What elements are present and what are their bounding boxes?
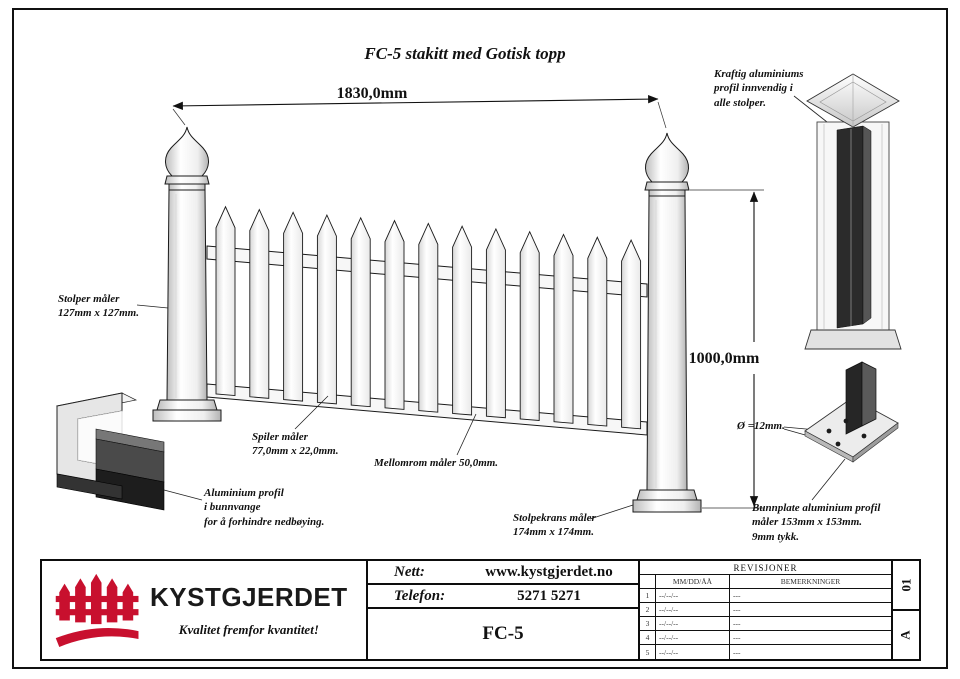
contact-cell: Nett: www.kystgjerdet.no Telefon: 5271 5… (368, 561, 640, 659)
sheet-info-cell: 01 A (893, 561, 919, 659)
rev-row-date: --/--/-- (656, 603, 730, 617)
fence-picket (350, 216, 371, 408)
callout-line: 127mm x 127mm. (58, 307, 139, 320)
rev-row-remark: --- (730, 617, 891, 631)
callout-line: Ø =12mm. (737, 420, 785, 432)
height-dimension-text: 1000,0mm (689, 350, 760, 367)
rev-row-num: 2 (640, 603, 656, 617)
rev-row-date: --/--/-- (656, 631, 730, 645)
fence-picket (621, 238, 642, 430)
phone-label: Telefon: (394, 587, 446, 604)
callout-line: 174mm x 174mm. (513, 526, 594, 539)
rev-row-date: --/--/-- (656, 617, 730, 631)
rev-header-date: MM/DD/ÅÅ (656, 575, 730, 589)
callout-line: for å forhindre nedbøying. (204, 515, 325, 528)
fence-picket (249, 208, 270, 399)
sheet-number: 01 (898, 578, 913, 592)
revisions-table: REVISJONER MM/DD/ÅÅ BEMERKNINGER 1 --/--… (640, 561, 893, 659)
post-inner-profile-detail (804, 73, 902, 350)
rev-row-num: 5 (640, 645, 656, 659)
web-value: www.kystgjerdet.no (485, 563, 613, 580)
callout-line: alle stolper. (714, 96, 766, 109)
callout-line: 9mm tykk. (752, 530, 800, 543)
rev-row-num: 4 (640, 631, 656, 645)
fence-pickets (215, 205, 642, 430)
fence-picket (553, 233, 574, 424)
callout-post-collar: Stolpekrans måler 174mm x 174mm. (513, 511, 596, 540)
callout-picket-size: Spiler måler 77,0mm x 22,0mm. (252, 430, 338, 459)
callout-line: Stolpekrans måler (513, 512, 596, 524)
rev-header-remarks: BEMERKNINGER (730, 575, 891, 589)
fence-picket (215, 205, 236, 397)
revisions-grid: MM/DD/ÅÅ BEMERKNINGER 1 --/--/-- --- 2 -… (640, 575, 891, 659)
callout-line: Bunnplate aluminium profil (752, 502, 881, 514)
rev-row-remark: --- (733, 647, 741, 657)
right-post-finial (644, 132, 690, 197)
callout-gap-size: Mellomrom måler 50,0mm. (374, 456, 498, 470)
drawing-title: FC-5 stakitt med Gotisk topp (364, 44, 566, 63)
rev-row-remark: --- (730, 589, 891, 603)
fence-picket (418, 222, 439, 413)
fence-picket (452, 225, 473, 416)
height-dimension: 1000,0mm (689, 189, 764, 509)
fence-picket (283, 211, 304, 402)
left-post (152, 126, 222, 422)
callout-post-size: Stolper måler 127mm x 127mm. (58, 292, 139, 321)
callout-line: Kraftig aluminiums (714, 68, 804, 80)
callout-line: profil innvendig i (714, 82, 793, 95)
rev-row-date: --/--/-- (656, 589, 730, 603)
rev-row-date: --/--/-- (656, 645, 730, 659)
rev-row-remark: --- (730, 603, 891, 617)
title-block: KYSTGJERDET Kvalitet fremfor kvantitet! … (40, 559, 921, 661)
callout-bottom-profile: Aluminium profil i bunnvange for å forhi… (204, 486, 324, 529)
rev-row-remark: --- (730, 631, 891, 645)
brand-tagline: Kvalitet fremfor kvantitet! (178, 622, 319, 637)
callout-base-plate: Bunnplate aluminium profil måler 153mm x… (752, 501, 880, 544)
kystgjerdet-logo-icon (55, 573, 139, 647)
callout-hole-diameter: Ø =12mm. (737, 419, 785, 433)
callout-line: 77,0mm x 22,0mm. (252, 445, 339, 458)
width-dimension: 1830,0mm (172, 85, 667, 129)
rev-row-num: 1 (640, 589, 656, 603)
fence-picket (384, 219, 405, 410)
bottom-plate-detail (804, 361, 899, 463)
fence-picket (485, 227, 506, 419)
technical-drawing: 1830,0mm 1000,0mm (55, 73, 902, 520)
sheet-revision: A (897, 630, 913, 640)
sheet-number-cell: 01 (893, 561, 919, 611)
sheet-revision-cell: A (893, 611, 919, 659)
logo-cell: KYSTGJERDET Kvalitet fremfor kvantitet! (42, 561, 368, 659)
phone-value: 5271 5271 (517, 587, 581, 604)
contact-row-web: Nett: www.kystgjerdet.no (368, 561, 638, 585)
model-number: FC-5 (482, 623, 524, 644)
rev-header-num (640, 575, 656, 589)
right-post (632, 132, 702, 513)
fence-picket (519, 230, 540, 421)
rev-row-num: 3 (640, 617, 656, 631)
callout-line: i bunnvange (204, 501, 261, 514)
callout-line: Stolper måler (58, 293, 120, 305)
revisions-title: REVISJONER (640, 561, 891, 575)
callout-line: Aluminium profil (204, 487, 284, 499)
left-post-finial (164, 126, 210, 191)
fence-picket (587, 236, 608, 427)
fence-picket (316, 214, 337, 405)
bottom-rail-channel-detail (55, 392, 165, 511)
callout-inner-profile: Kraftig aluminiums profil innvendig i al… (714, 67, 804, 110)
contact-row-phone: Telefon: 5271 5271 (368, 585, 638, 609)
brand-name: KYSTGJERDET (150, 582, 348, 612)
callout-line: måler 153mm x 153mm. (752, 516, 862, 529)
web-label: Nett: (394, 563, 425, 580)
width-dimension-text: 1830,0mm (337, 85, 408, 102)
callout-line: Mellomrom måler 50,0mm. (374, 457, 499, 469)
callout-line: Spiler måler (252, 431, 308, 443)
